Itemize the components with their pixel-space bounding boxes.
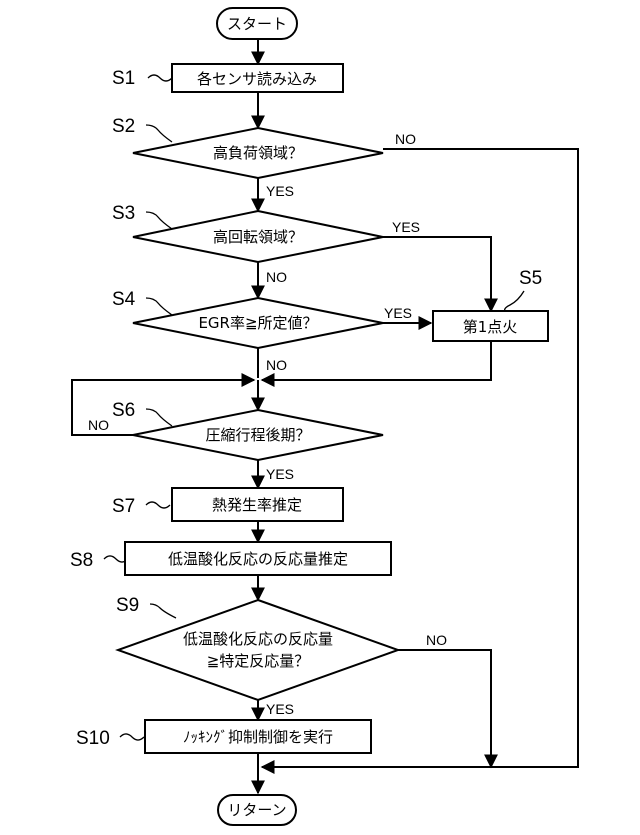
s6-no-label: NO [88,417,109,433]
s9-text-line1: 低温酸化反応の反応量 [183,630,333,648]
s9-yes-label: YES [266,701,294,717]
end-label: リターン [227,801,286,819]
leader-s7 [145,501,171,509]
step-id-s1: S1 [112,68,135,89]
s10-text: ﾉｯｷﾝｸﾞ抑制制御を実行 [183,728,333,746]
start-terminal: スタート [216,7,298,40]
step-id-s7: S7 [112,496,135,517]
step-id-s6: S6 [112,400,135,421]
s9-no-label: NO [426,632,447,648]
step-s6: S6 圧縮行程後期？ NO YES [88,400,384,482]
leader-s4 [145,297,173,316]
step-id-s3: S3 [112,203,135,224]
step-s5: S5 第1点火 [432,268,549,342]
s3-no-label: NO [266,269,287,285]
step-id-s8: S8 [70,550,93,571]
leader-s2 [145,124,173,143]
s8-text: 低温酸化反応の反応量推定 [168,550,348,568]
s2-yes-label: YES [266,183,294,199]
step-id-s4: S4 [112,289,136,310]
s3-yes-label: YES [392,219,420,235]
start-label: スタート [227,15,287,33]
step-s4: S4 EGR率≧所定値？ YES NO [112,289,412,373]
s2-text: 高負荷領域？ [213,144,303,162]
step-s7: S7 熱発生率推定 [112,487,344,522]
s2-no-label: NO [395,131,416,147]
step-s1: S1 各センサ読み込み [112,63,344,93]
leader-s1 [147,74,173,82]
end-terminal: リターン [217,794,297,826]
step-id-s2: S2 [112,116,135,137]
s4-no-label: NO [266,357,287,373]
s6-yes-label: YES [266,466,294,482]
s1-text: 各センサ読み込み [197,70,317,88]
step-id-s9: S9 [116,595,139,616]
s6-text: 圧縮行程後期？ [205,426,310,444]
s9-text-line2: ≧特定反応量？ [207,652,310,670]
step-id-s5: S5 [519,268,542,289]
s4-text: EGR率≧所定値？ [198,314,317,332]
connectors [71,39,579,795]
s7-text: 熱発生率推定 [212,496,302,514]
leader-s10 [119,733,145,741]
leader-s3 [145,211,173,230]
step-id-s10: S10 [76,728,110,749]
leader-s9 [149,603,177,619]
s4-yes-label: YES [384,305,412,321]
leader-s6 [145,408,173,427]
step-s2: S2 高負荷領域？ NO YES [112,116,416,199]
leader-s5 [504,290,525,313]
step-s10: S10 ﾉｯｷﾝｸﾞ抑制制御を実行 [76,719,372,754]
s5-text: 第1点火 [463,318,518,336]
s3-text: 高回転領域？ [213,228,303,246]
step-s9: S9 低温酸化反応の反応量 ≧特定反応量？ NO YES [115,595,447,717]
step-s8: S8 低温酸化反応の反応量推定 [70,541,392,576]
step-s3: S3 高回転領域？ YES NO [112,203,420,285]
